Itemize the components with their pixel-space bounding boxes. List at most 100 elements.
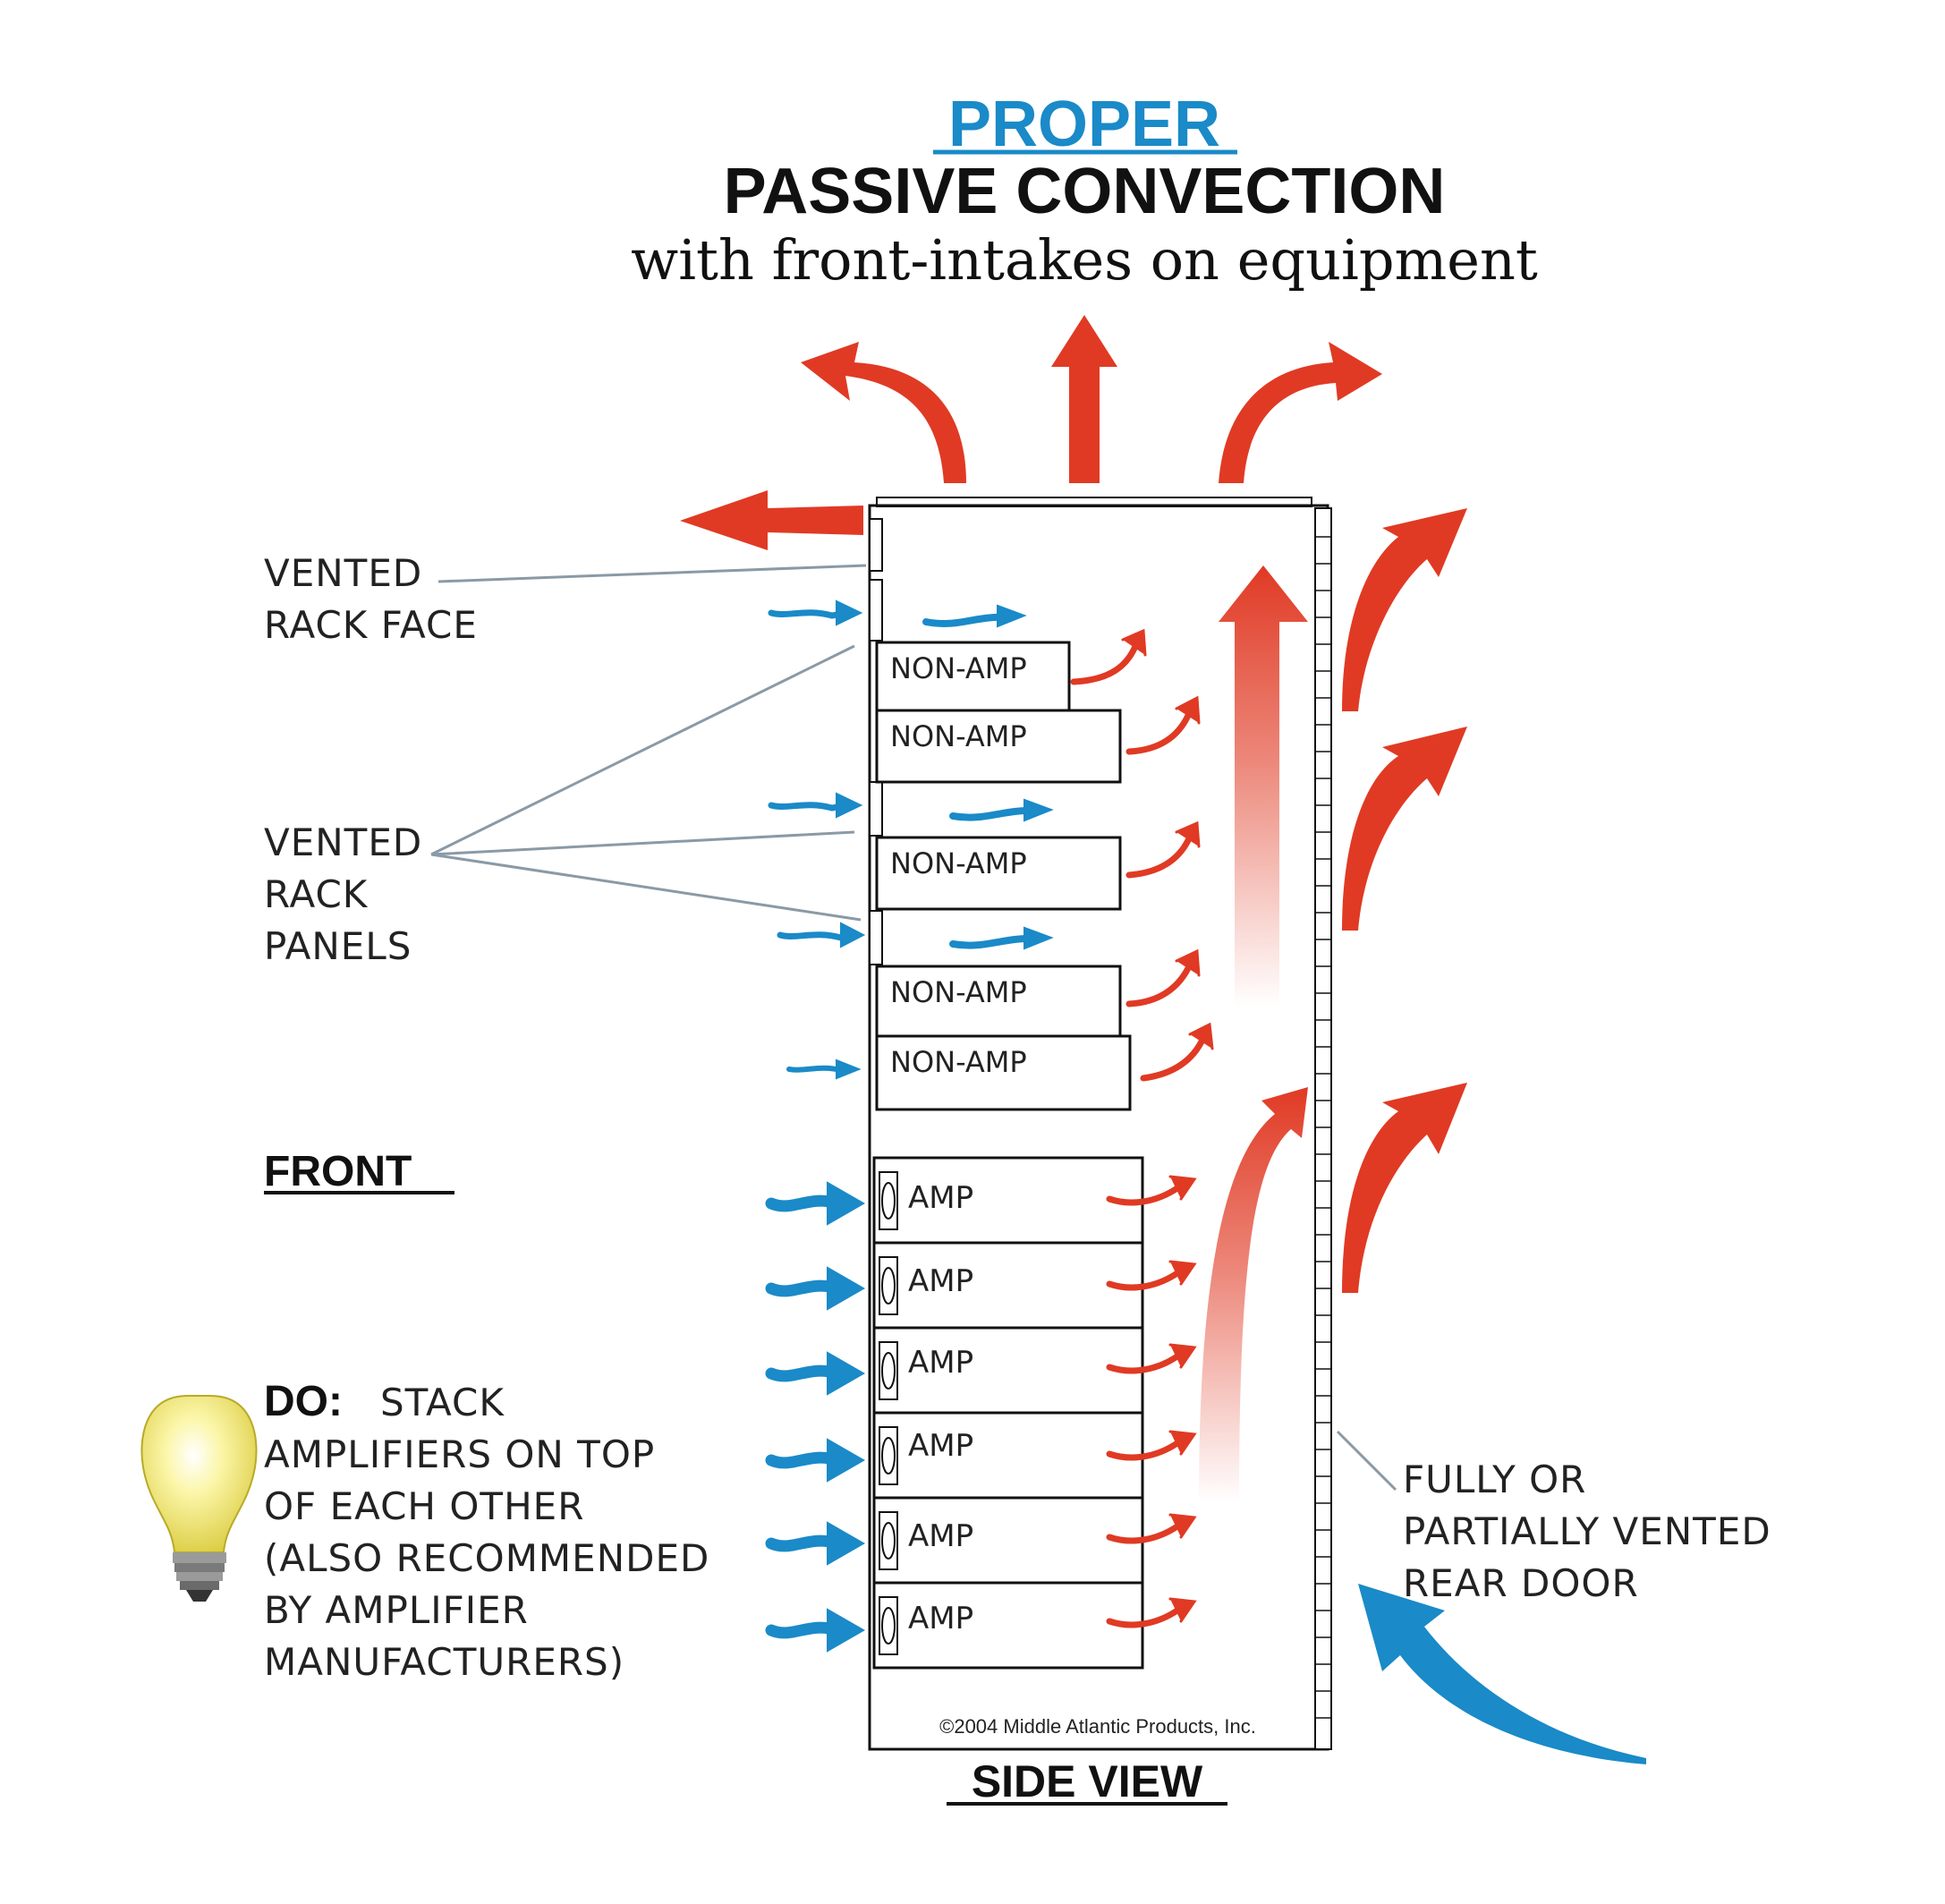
non-amp-label: NON-AMP — [890, 846, 1027, 880]
tip-line-1: STACK — [380, 1381, 505, 1424]
vented-rack-face — [869, 518, 883, 572]
vented-rack-panel-3 — [869, 910, 883, 965]
fan-icon — [879, 1596, 898, 1655]
internal-rising-air — [1199, 565, 1308, 1503]
intake-arrow-amp — [765, 1521, 866, 1566]
top-exhaust-arrows — [680, 315, 1382, 550]
unit-exhaust-arrow — [1125, 695, 1201, 755]
non-amp-unit: NON-AMP — [875, 709, 1122, 784]
fan-icon — [879, 1341, 898, 1400]
amp-label: AMP — [908, 1601, 973, 1636]
callout-panel-1 — [430, 644, 855, 856]
internal-intake-arrow — [922, 604, 1027, 628]
amp-units: AMP AMP AMP AMP AMP AMP — [872, 1156, 1144, 1670]
label-vented-rack-panels-1: VENTED — [264, 820, 422, 864]
non-amp-label: NON-AMP — [890, 651, 1027, 685]
non-amp-unit: NON-AMP — [875, 1034, 1132, 1111]
label-rear-door-3: REAR DOOR — [1403, 1561, 1639, 1605]
amp-unit: AMP — [872, 1241, 1144, 1330]
callout-lines — [430, 564, 1397, 1492]
lightbulb-icon — [140, 1395, 258, 1602]
rear-door — [1314, 507, 1332, 1750]
label-vented-rack-panels-2: RACK — [264, 872, 369, 916]
amp-unit: AMP — [872, 1326, 1144, 1415]
amp-unit: AMP — [872, 1156, 1144, 1245]
label-side-view: SIDE VIEW — [972, 1756, 1203, 1806]
unit-exhaust-arrow — [1106, 1175, 1197, 1206]
exhaust-arrow-top-left — [801, 342, 966, 483]
intake-arrow-small — [768, 792, 863, 819]
unit-exhaust-arrow — [1106, 1430, 1197, 1461]
copyright: ©2004 Middle Atlantic Products, Inc. — [939, 1715, 1256, 1738]
rear-exhaust-arrows — [1342, 508, 1467, 1293]
amp-label: AMP — [908, 1428, 973, 1464]
unit-exhaust-arrow — [1106, 1260, 1197, 1291]
title-subtitle: with front-intakes on equipment — [631, 227, 1538, 293]
amp-label: AMP — [908, 1263, 973, 1299]
non-amp-unit: NON-AMP — [875, 965, 1122, 1038]
tip-line-5: BY AMPLIFIER — [264, 1588, 529, 1632]
rising-arrow-lower — [1199, 1087, 1308, 1503]
unit-exhaust-arrow — [1140, 1022, 1214, 1082]
callout-panel-3 — [430, 853, 862, 922]
exhaust-arrow-left — [680, 490, 863, 550]
title-block: PROPER PASSIVE CONVECTION with front-int… — [631, 89, 1538, 293]
rear-exhaust-arrow-2 — [1342, 727, 1467, 931]
amp-unit: AMP — [872, 1581, 1144, 1670]
rear-door-label: FULLY OR PARTIALLY VENTED REAR DOOR — [1403, 1458, 1771, 1605]
exhaust-arrow-top-right — [1219, 342, 1382, 483]
rising-arrow-upper — [1219, 565, 1308, 1007]
left-labels: VENTED RACK FACE VENTED RACK PANELS FRON… — [264, 551, 478, 1195]
label-front: FRONT — [264, 1148, 412, 1195]
label-vented-rack-panels-3: PANELS — [264, 924, 412, 968]
title-main: PASSIVE CONVECTION — [724, 156, 1446, 227]
callout-panel-2 — [430, 830, 855, 856]
intake-arrow-amp — [765, 1608, 866, 1653]
rack-top-vent — [876, 497, 1312, 507]
unit-exhaust-arrow — [1125, 820, 1201, 879]
exhaust-arrow-top-center — [1051, 315, 1117, 483]
callout-rear-door — [1336, 1430, 1397, 1492]
non-amp-label: NON-AMP — [890, 719, 1027, 753]
internal-intake-arrow — [949, 798, 1054, 822]
label-vented-rack-face-2: RACK FACE — [264, 603, 478, 647]
tip-line-2: AMPLIFIERS ON TOP — [264, 1432, 655, 1476]
unit-exhaust-arrows — [1070, 628, 1214, 1628]
rack — [868, 497, 1332, 1751]
internal-intake-arrow — [949, 926, 1054, 950]
label-vented-rack-face-1: VENTED — [264, 551, 422, 595]
tip-prefix: DO: — [264, 1378, 343, 1425]
vented-rack-panel-2 — [869, 781, 883, 837]
callout-rack-face — [437, 564, 867, 583]
fan-icon — [879, 1426, 898, 1485]
intake-arrow-amp — [765, 1351, 866, 1396]
amp-label: AMP — [908, 1518, 973, 1554]
rear-exhaust-arrow-3 — [1342, 1083, 1467, 1293]
rear-intake-arrow — [1358, 1584, 1646, 1764]
non-amp-units: NON-AMP NON-AMP NON-AMP NON-AMP NON-AMP — [875, 641, 1132, 1111]
unit-exhaust-arrow — [1106, 1343, 1197, 1374]
intake-arrow-amp — [765, 1438, 866, 1483]
rear-door-vents — [1315, 536, 1331, 1719]
amp-label: AMP — [908, 1345, 973, 1381]
label-rear-door-1: FULLY OR — [1403, 1458, 1586, 1501]
vented-rack-panel-1 — [869, 579, 883, 642]
fan-icon — [879, 1511, 898, 1570]
unit-exhaust-arrow — [1106, 1513, 1197, 1544]
label-rear-door-2: PARTIALLY VENTED — [1403, 1509, 1771, 1553]
intake-arrow-amp — [765, 1181, 866, 1226]
rear-exhaust-arrow-1 — [1342, 508, 1467, 711]
tip-line-3: OF EACH OTHER — [264, 1484, 584, 1528]
unit-exhaust-arrow — [1106, 1597, 1197, 1628]
tip-line-6: MANUFACTURERS) — [264, 1640, 624, 1684]
intake-arrow-small — [768, 599, 863, 626]
non-amp-unit: NON-AMP — [875, 641, 1071, 712]
intake-arrow-small — [786, 1058, 862, 1080]
intake-arrow-small — [777, 922, 866, 948]
non-amp-label: NON-AMP — [890, 975, 1027, 1009]
intake-arrows — [765, 599, 1054, 1653]
intake-arrow-amp — [765, 1266, 866, 1311]
amp-unit: AMP — [872, 1411, 1144, 1500]
amp-unit: AMP — [872, 1496, 1144, 1585]
